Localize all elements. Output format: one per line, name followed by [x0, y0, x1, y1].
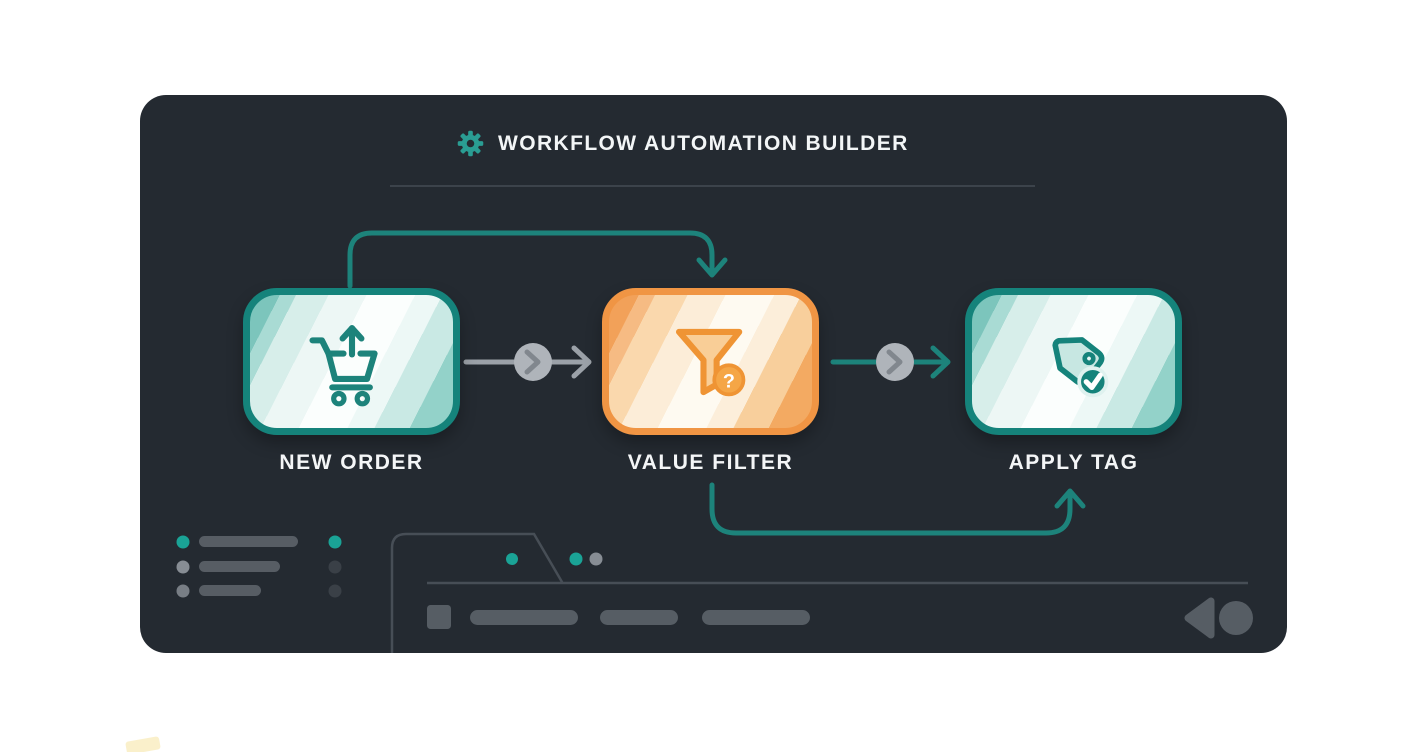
tab-dot-gray [589, 552, 603, 566]
check-icon [1083, 372, 1103, 390]
tab-dot-teal [506, 553, 518, 565]
yellow-smudge-artifact [125, 736, 161, 752]
question-badge-glyph: ? [722, 370, 734, 392]
arrowhead-right-icon [930, 345, 951, 379]
tag-check-icon [1051, 336, 1108, 397]
text-placeholder-bar [600, 610, 678, 625]
connector-bottom-loop [709, 482, 1086, 536]
node-group-new-order: NEW ORDER [243, 288, 460, 475]
triangle-left-icon [1184, 597, 1215, 639]
status-dot-teal [328, 535, 342, 549]
node-group-apply-tag: APPLY TAG [965, 288, 1182, 475]
workflow-builder-panel: WORKFLOW AUTOMATION BUILDER [140, 95, 1287, 653]
node-card-value-filter[interactable]: ? [602, 288, 819, 435]
cart-arrow-up-icon [308, 324, 378, 406]
connector-step-circle-1[interactable] [514, 343, 552, 381]
node-group-value-filter: ? VALUE FILTER [602, 288, 819, 475]
bullet-dot-gray [176, 584, 190, 598]
text-placeholder-bar [470, 610, 578, 625]
bullet-dot-gray [176, 560, 190, 574]
node-card-apply-tag[interactable] [965, 288, 1182, 435]
chevron-right-icon [524, 349, 541, 375]
header: WORKFLOW AUTOMATION BUILDER [456, 129, 909, 158]
arrowhead-right-icon [571, 345, 592, 379]
bullet-dot-teal [176, 535, 190, 549]
skeleton-list [176, 535, 342, 598]
node-label-new-order: NEW ORDER [279, 451, 424, 474]
node-label-apply-tag: APPLY TAG [1008, 451, 1139, 474]
chevron-right-icon [886, 349, 903, 375]
circle-icon [1219, 601, 1253, 635]
connector-step-circle-2[interactable] [876, 343, 914, 381]
node-label-value-filter: VALUE FILTER [627, 451, 794, 474]
node-card-new-order[interactable] [243, 288, 460, 435]
status-dot-dark [328, 560, 342, 574]
bottom-right-controls [1184, 597, 1253, 639]
arrowhead-down-icon [696, 257, 728, 278]
page-title: WORKFLOW AUTOMATION BUILDER [498, 131, 909, 155]
thumbnail-placeholder [427, 605, 451, 629]
connector-top-loop [347, 230, 728, 289]
arrowhead-up-icon [1054, 488, 1086, 509]
browser-mock [390, 532, 1248, 653]
header-divider [390, 185, 1035, 187]
text-placeholder-bar [702, 610, 810, 625]
gear-icon [457, 130, 484, 157]
status-dot-dark [328, 584, 342, 598]
tab-dot-teal [569, 552, 583, 566]
funnel-question-icon: ? [675, 328, 745, 396]
